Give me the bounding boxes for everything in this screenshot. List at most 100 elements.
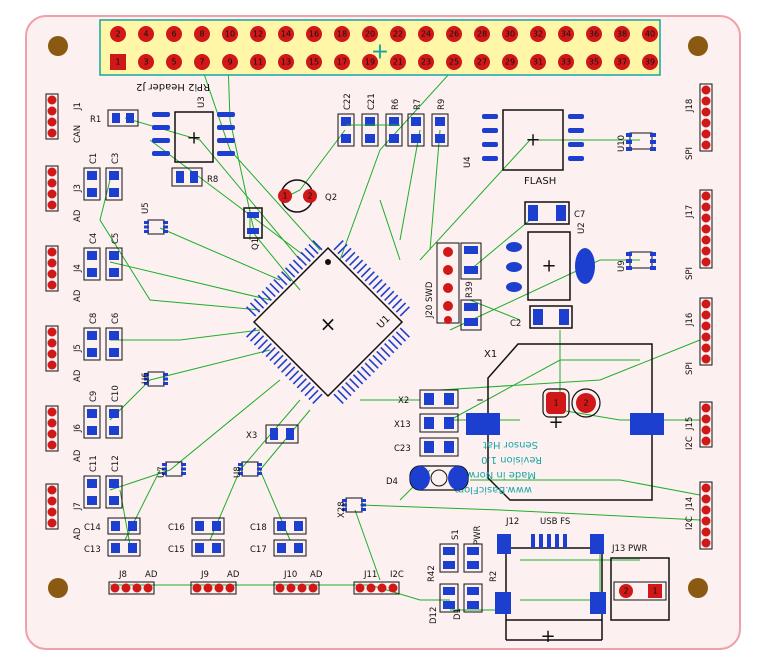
connector-pin [203, 583, 213, 593]
x28-ic-label: X28 [337, 501, 347, 518]
c10-capacitor [105, 405, 123, 439]
u1-center-mark: × [320, 312, 337, 336]
info-line-2: Revision 1.0 [481, 454, 542, 465]
header-pin-number: 29 [505, 58, 515, 67]
svg-text:2: 2 [623, 587, 628, 596]
q2-transistor: 1 2 Q2 [278, 179, 337, 213]
connector-pin [47, 418, 57, 428]
u1-pin [300, 381, 311, 393]
header-pin [614, 26, 630, 42]
connector-pin [47, 496, 57, 506]
header-pin [250, 54, 266, 70]
header-pin-number: 12 [253, 30, 263, 39]
header-pin [278, 26, 294, 42]
j13-power-connector: 2 1 J13 PWR [610, 544, 670, 621]
u1-pin [349, 378, 360, 389]
header-pin-number: 17 [337, 58, 347, 67]
c11-label: C11 [89, 455, 99, 472]
header-pin [474, 26, 490, 42]
c11-capacitor [83, 475, 101, 509]
u1-pin [304, 385, 315, 397]
svg-text:+: + [540, 626, 555, 647]
connector-pin [47, 269, 57, 279]
c4-capacitor [83, 247, 101, 281]
u1-pin [399, 327, 410, 338]
r6-label: R6 [391, 99, 401, 110]
connector-pin [132, 583, 142, 593]
connector-pin [701, 299, 711, 309]
x1-minus: – [477, 392, 484, 408]
header-pin [530, 26, 546, 42]
header-pin-number: 40 [645, 30, 655, 39]
u1-pin [384, 343, 395, 354]
connector-pin [47, 360, 57, 370]
u1-pin [281, 362, 292, 373]
u6-ic-label: U6 [141, 372, 151, 384]
header-pin [530, 54, 546, 70]
u1-body [252, 246, 404, 398]
mounting-hole-bottom-left [48, 578, 68, 598]
u1-pin [364, 271, 375, 282]
j13-label: J13 PWR [611, 544, 648, 554]
header-pin [614, 54, 630, 70]
x3-label: X3 [246, 431, 257, 441]
connector-pin [121, 583, 131, 593]
connector-pin [701, 538, 711, 548]
usb-label: USB FS [540, 517, 570, 527]
u1-pin [288, 370, 300, 381]
j11-label: J11 [363, 570, 377, 580]
q1-label: Q1 [251, 238, 261, 250]
connector-pin [701, 414, 711, 424]
x2-x13-c23-group: X2 X13 C23 [394, 389, 459, 457]
c7-label: C7 [574, 210, 585, 220]
u1-pin [345, 381, 356, 393]
u2-label: U2 [577, 222, 587, 234]
c13-capacitor [107, 539, 141, 557]
flash-label: FLASH [524, 176, 556, 187]
c15-label: C15 [168, 545, 185, 555]
j14-connector [699, 481, 713, 550]
connector-pin [47, 518, 57, 528]
header-pin-number: 7 [199, 58, 204, 67]
u1-pin [368, 275, 379, 286]
u1-pin [281, 271, 292, 282]
c23-label: C23 [394, 444, 411, 454]
connector-pin [47, 507, 57, 517]
connector-pin [701, 527, 711, 537]
connector-pin [355, 583, 365, 593]
j9-label: J9 [200, 570, 209, 580]
u1-pin [376, 350, 387, 362]
c9-capacitor [83, 405, 101, 439]
connector-pin [47, 258, 57, 268]
connector-pin [47, 128, 57, 138]
ad-label: AD [73, 449, 83, 462]
q2-label: Q2 [325, 193, 337, 203]
header-pin-number: 5 [171, 58, 176, 67]
c3-capacitor [105, 167, 123, 201]
u1-pin [380, 346, 391, 358]
j6-connector [45, 405, 59, 452]
s1-label: S1 [451, 529, 461, 540]
u1-pin [341, 385, 352, 397]
header-pin [558, 26, 574, 42]
u1-pin [292, 259, 304, 270]
u3-package: + U3 [152, 96, 235, 163]
connector-pin [47, 280, 57, 290]
c17-label: C17 [250, 545, 267, 555]
header-pin [418, 26, 434, 42]
c8-capacitor [83, 327, 101, 361]
j20-label: J20 SWD [425, 281, 435, 319]
u6-ic: U6 [141, 371, 168, 387]
j8-label: J8 [118, 570, 127, 580]
u1-pin [292, 374, 304, 385]
connector-pin [47, 178, 57, 188]
c22-component [337, 113, 355, 147]
header-pin-number: 16 [309, 30, 319, 39]
j1-connector [45, 93, 59, 140]
header-pin [418, 54, 434, 70]
connector-pin [47, 407, 57, 417]
